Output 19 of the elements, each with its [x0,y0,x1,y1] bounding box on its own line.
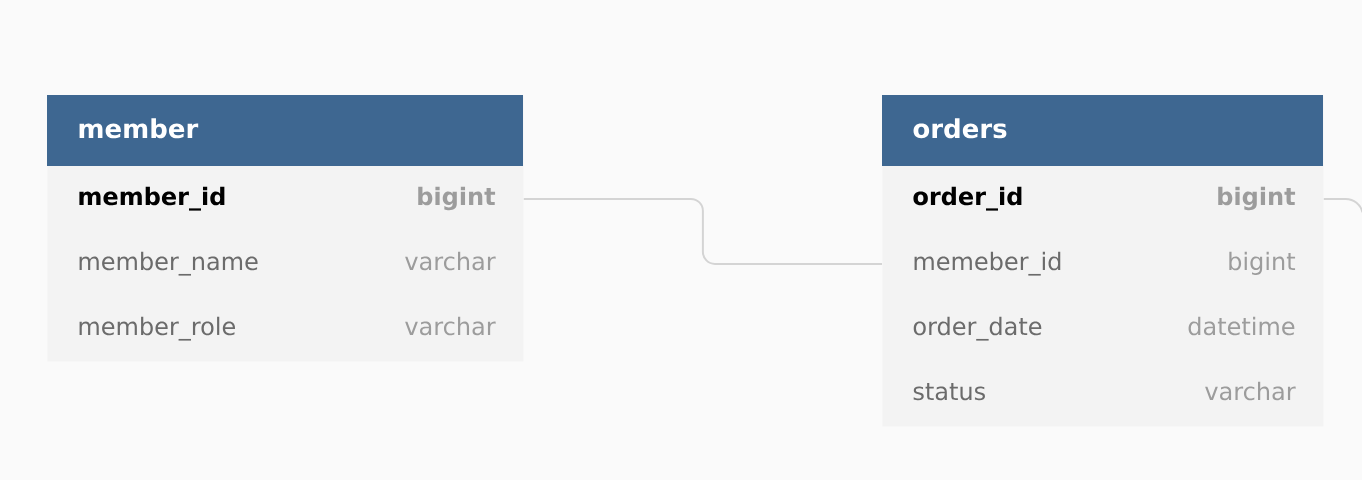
column-type: varchar [1205,381,1296,401]
column-name: member_name [79,251,258,276]
column-type: varchar [405,316,496,336]
column-name: member_role [79,316,235,341]
column-name: memeber_id [914,251,1061,276]
table-title: member [79,118,199,139]
column-name: order_id [913,186,1022,211]
table [47,95,524,362]
column-name: member_id [79,186,225,211]
column-name: status [913,383,985,401]
column-type: bigint [1229,251,1296,275]
column-type: varchar [405,251,496,271]
table-title: orders [913,118,1007,139]
table [882,95,1324,427]
connector-line [522,197,883,265]
column-type: datetime [1188,316,1295,336]
column-name: order_date [913,316,1042,341]
column-type: bigint [418,186,496,211]
column-type: bigint [1218,186,1296,211]
